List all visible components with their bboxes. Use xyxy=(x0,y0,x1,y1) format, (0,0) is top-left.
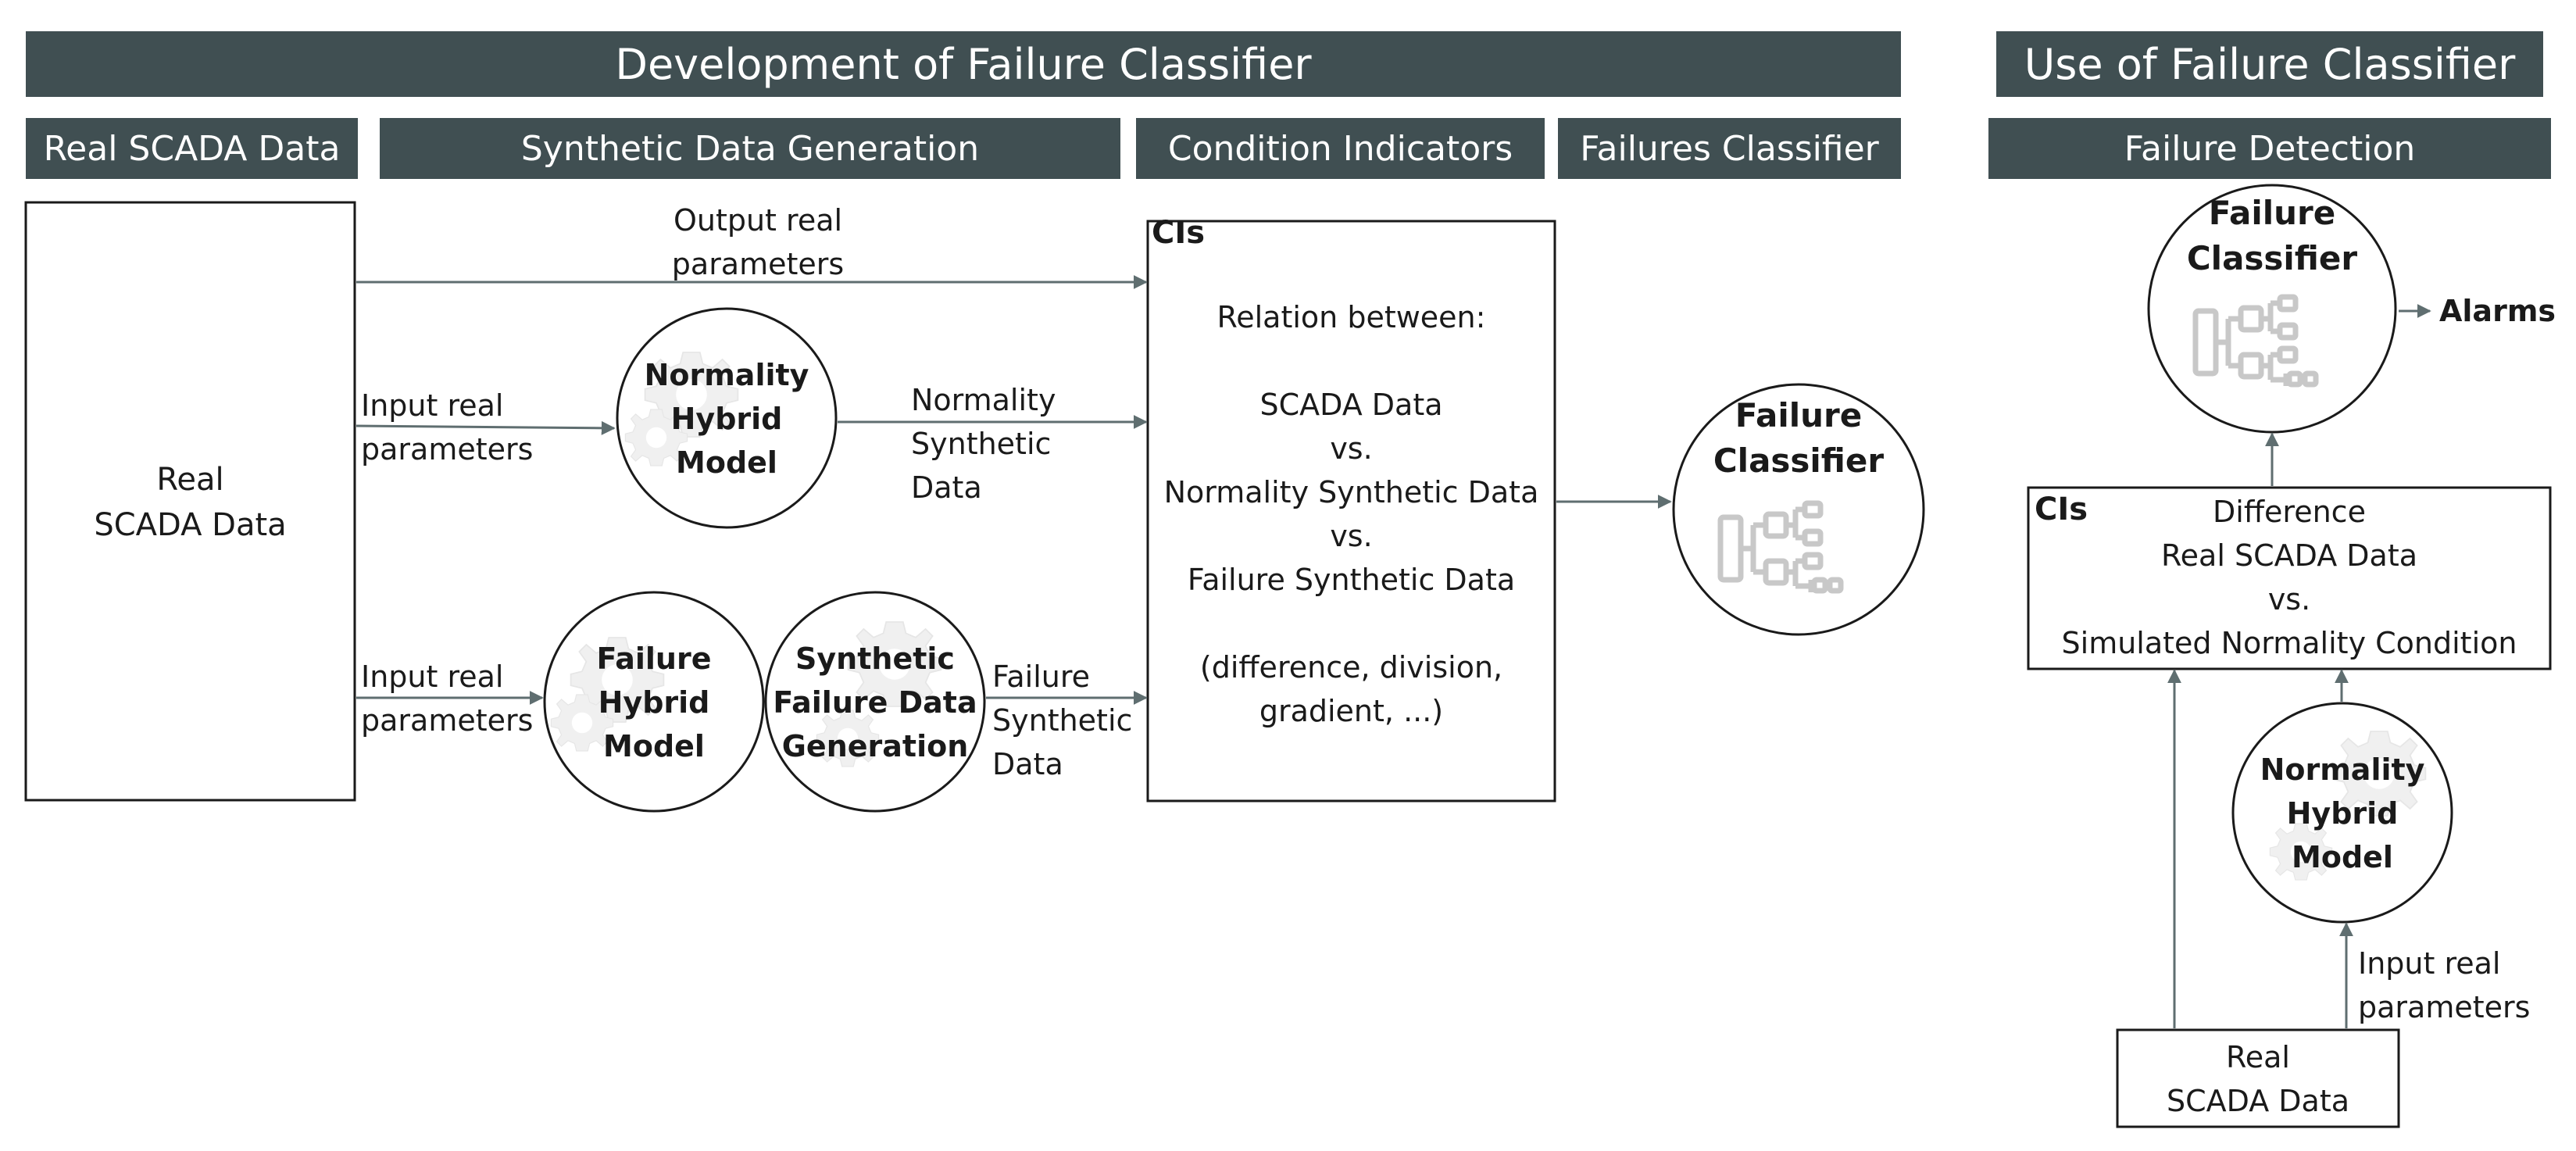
text-line: Normality xyxy=(911,383,1056,417)
normality-model-label-right: Normality Hybrid Model xyxy=(2233,748,2452,879)
text-line: Failure Synthetic Data xyxy=(1187,563,1516,597)
text-line: Hybrid xyxy=(2286,796,2399,831)
text-line: Input real xyxy=(361,660,504,694)
text-line: Classifier xyxy=(2186,239,2358,277)
normality-model-circle-right xyxy=(2231,702,2453,924)
failure-synthetic-label: Failure Synthetic Data xyxy=(992,655,1132,786)
text-line: Model xyxy=(676,445,777,480)
cis-text-right: Difference Real SCADA Data vs. Simulated… xyxy=(2028,490,2550,665)
normality-model-label: Normality Hybrid Model xyxy=(617,353,836,484)
failure-classifier-circle-right xyxy=(2147,184,2397,434)
output-real-label: Output real parameters xyxy=(594,198,922,286)
input-real-label-right: Input real parameters xyxy=(2358,942,2530,1029)
arrow-input-normality xyxy=(355,420,616,435)
synthetic-failure-circle xyxy=(764,591,986,813)
header-development: Development of Failure Classifier xyxy=(26,31,1901,97)
text-line: Data xyxy=(992,747,1063,781)
text-line: Model xyxy=(2292,840,2393,874)
cis-tag: CIs xyxy=(1152,215,1206,251)
cis-box xyxy=(1146,220,1556,802)
synthetic-failure-label: Synthetic Failure Data Generation xyxy=(766,637,984,768)
text-line: Classifier xyxy=(1713,441,1885,480)
text-line: gradient, ...) xyxy=(1259,694,1444,728)
real-scada-box-right xyxy=(2116,1028,2400,1128)
text-line: Hybrid xyxy=(598,685,710,720)
normality-model-circle xyxy=(616,307,838,529)
text-line: vs. xyxy=(1330,519,1373,553)
text-line: Relation between: xyxy=(1217,300,1486,334)
text-line: SCADA Data xyxy=(2166,1084,2350,1118)
text-line: SCADA Data xyxy=(94,507,287,543)
text-line: Synthetic xyxy=(911,427,1052,461)
text-line: Failure xyxy=(1735,396,1863,434)
cis-text: Relation between: SCADA Data vs. Normali… xyxy=(1148,295,1555,733)
header-real-scada: Real SCADA Data xyxy=(26,118,358,179)
text-line: Normality xyxy=(644,358,809,392)
text-line: SCADA Data xyxy=(1259,388,1443,422)
cis-box-right xyxy=(2027,486,2552,670)
normality-synthetic-label: Normality Synthetic Data xyxy=(911,378,1056,509)
real-scada-label: Real SCADA Data xyxy=(26,457,355,548)
text-line: Failure xyxy=(2208,194,2336,232)
text-line: Model xyxy=(603,729,705,763)
input-real-label-1: Input real parameters xyxy=(361,384,533,471)
real-scada-label-right: Real SCADA Data xyxy=(2117,1035,2399,1123)
header-synthetic-generation: Synthetic Data Generation xyxy=(380,118,1120,179)
header-failure-detection: Failure Detection xyxy=(1988,118,2551,179)
text-line: parameters xyxy=(2358,990,2531,1024)
text-line: parameters xyxy=(361,703,534,738)
text-line: Real xyxy=(2226,1040,2290,1074)
input-real-label-2: Input real parameters xyxy=(361,655,533,742)
header-failures-classifier: Failures Classifier xyxy=(1558,118,1901,179)
failure-model-circle xyxy=(543,591,765,813)
text-line: (difference, division, xyxy=(1199,650,1503,685)
text-line: Failure xyxy=(992,660,1091,694)
text-line: Synthetic xyxy=(992,703,1133,738)
text-line xyxy=(1148,602,1555,645)
text-line: Real SCADA Data xyxy=(2160,538,2418,573)
cis-tag-right: CIs xyxy=(2035,491,2088,527)
failure-classifier-circle xyxy=(1672,383,1925,636)
text-line: Real xyxy=(156,462,224,498)
text-line: vs. xyxy=(2267,582,2311,617)
text-line: Input real xyxy=(361,388,504,423)
text-line: parameters xyxy=(671,247,845,281)
text-line: Simulated Normality Condition xyxy=(2061,626,2517,660)
text-line: Failure xyxy=(596,642,712,676)
text-line: parameters xyxy=(361,432,534,466)
failure-model-label: Failure Hybrid Model xyxy=(545,637,763,768)
text-line: Normality xyxy=(2260,752,2425,787)
text-line: Failure Data xyxy=(773,685,977,720)
text-line: vs. xyxy=(1330,431,1373,466)
text-line xyxy=(1148,339,1555,383)
text-line: Data xyxy=(911,470,982,505)
failure-classifier-label-right: Failure Classifier xyxy=(2149,191,2396,281)
text-line: Synthetic xyxy=(795,642,955,676)
text-line: Input real xyxy=(2358,946,2501,981)
header-condition-indicators: Condition Indicators xyxy=(1136,118,1545,179)
text-line: Output real xyxy=(673,203,843,238)
text-line: Normality Synthetic Data xyxy=(1163,475,1539,509)
failure-classifier-label: Failure Classifier xyxy=(1674,393,1924,484)
text-line: Generation xyxy=(781,729,969,763)
real-scada-box xyxy=(24,201,356,802)
header-use: Use of Failure Classifier xyxy=(1996,31,2543,97)
text-line: Difference xyxy=(2213,495,2366,529)
alarms-label: Alarms xyxy=(2439,294,2556,328)
text-line: Hybrid xyxy=(670,402,783,436)
